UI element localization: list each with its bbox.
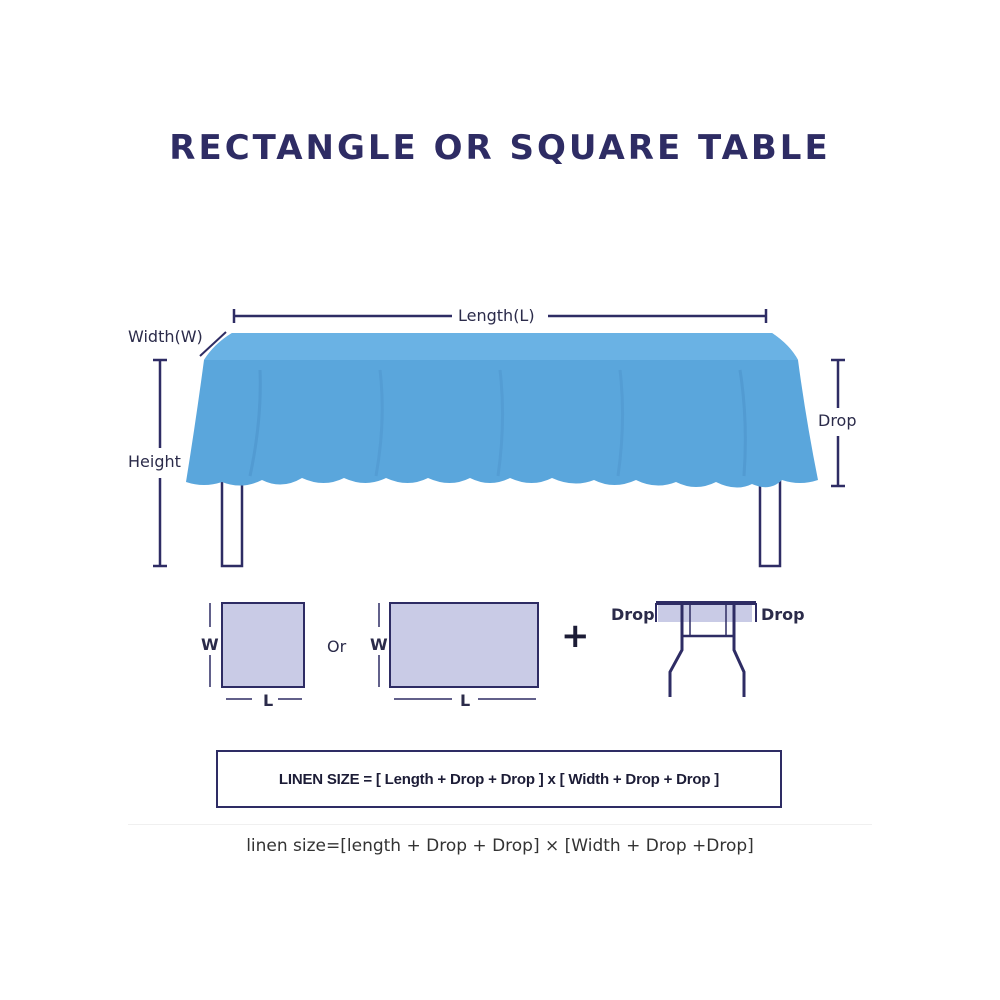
table-legs	[220, 468, 782, 568]
divider	[128, 824, 872, 825]
drop-left-label: Drop	[611, 605, 655, 624]
rect-length-label: L	[460, 691, 471, 710]
plus-sign: +	[561, 616, 590, 656]
or-label: Or	[327, 637, 347, 656]
drop-label: Drop	[818, 411, 857, 430]
width-label: Width(W)	[128, 327, 203, 346]
width-dimension	[199, 331, 227, 357]
caption: linen size=[length + Drop + Drop] × [Wid…	[246, 836, 754, 856]
tablecloth	[186, 333, 818, 488]
square-width-label: W	[201, 635, 219, 654]
height-dimension	[153, 358, 167, 568]
formula-box: LINEN SIZE = [ Length + Drop + Drop ] x …	[216, 750, 782, 808]
linen-size-formula: LINEN SIZE = [ Length + Drop + Drop ] x …	[278, 770, 720, 788]
square-length-label: L	[263, 691, 274, 710]
folding-table-icon	[655, 601, 757, 697]
length-dimension	[232, 309, 768, 323]
height-label: Height	[128, 452, 181, 471]
page-title: RECTANGLE OR SQUARE TABLE	[169, 128, 831, 168]
drop-dimension	[831, 358, 845, 488]
rect-width-label: W	[370, 635, 388, 654]
rectangle-panel	[378, 602, 539, 700]
drop-right-label: Drop	[761, 605, 805, 624]
length-label: Length(L)	[458, 306, 535, 325]
square-panel	[209, 602, 305, 700]
